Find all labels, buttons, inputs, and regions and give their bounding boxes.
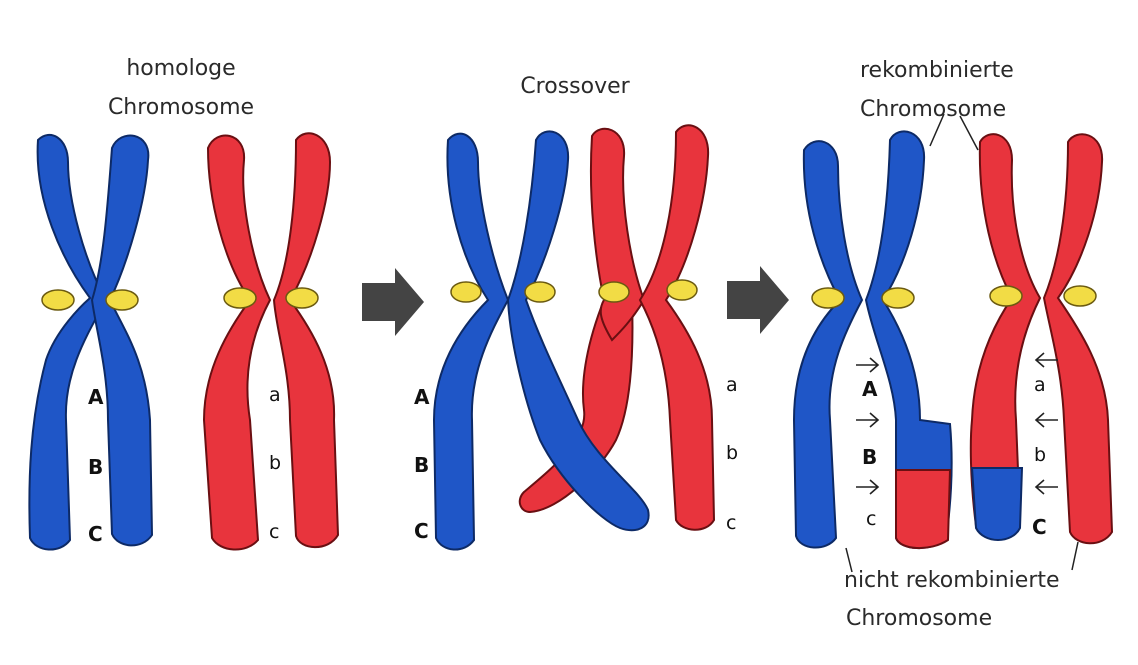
gene-label: c <box>866 508 877 530</box>
blue-chromatid-right <box>864 130 953 549</box>
centromere-dot <box>989 285 1023 307</box>
homologous-label-line1: homologe <box>126 56 236 81</box>
gene-label: b <box>1034 444 1047 466</box>
centromere-dot <box>524 281 556 303</box>
recombined-label-line2: Chromosome <box>860 97 1007 122</box>
swapped-blue-segment <box>970 467 1024 541</box>
centromere-dot <box>223 287 257 309</box>
gene-label: a <box>726 374 738 396</box>
gene-label: c <box>269 521 280 543</box>
red-chromosome-homologous <box>202 132 340 551</box>
crossover-chromosome-pair <box>432 124 716 551</box>
locus-arrows <box>856 352 1058 495</box>
gene-label: C <box>1032 515 1047 539</box>
gene-label: C <box>414 519 429 543</box>
gene-label: A <box>862 377 878 401</box>
blue-chromatid-crossing <box>506 130 650 532</box>
nonrecombined-label-line1: nicht rekombinierte <box>844 568 1060 593</box>
swapped-red-segment <box>895 469 952 550</box>
centromere-dot <box>666 279 698 301</box>
nonrecombined-label-line2: Chromosome <box>846 606 993 631</box>
process-arrow-2 <box>727 266 789 334</box>
recombined-label-line1: rekombinierte <box>860 58 1014 83</box>
gene-label: b <box>269 452 282 474</box>
blue-chromatid-right <box>90 134 154 547</box>
gene-label: a <box>269 384 281 406</box>
crossover-label: Crossover <box>520 74 630 99</box>
gene-label: A <box>414 385 430 409</box>
centromere-dot <box>105 289 139 311</box>
centromere-dot <box>881 287 915 309</box>
gene-label: B <box>862 445 878 469</box>
gene-label: B <box>414 453 430 477</box>
centromere-dot <box>41 289 75 311</box>
process-arrow-1 <box>362 268 424 336</box>
homologous-label-line2: Chromosome <box>107 95 255 120</box>
gene-label: C <box>88 522 103 546</box>
centromere-dot <box>285 287 319 309</box>
red-chromatid-right <box>638 124 716 531</box>
centromere-dot <box>450 281 482 303</box>
centromere-dot <box>598 281 630 303</box>
nonrecombined-pointer-line <box>845 541 1079 573</box>
centromere-dot <box>1063 285 1097 307</box>
blue-chromosome-recombined <box>792 130 953 550</box>
gene-label: b <box>726 442 739 464</box>
centromere-dot <box>811 287 845 309</box>
red-chromatid-right <box>1042 133 1114 545</box>
gene-label: c <box>726 512 737 534</box>
red-chromatid-left <box>589 127 646 342</box>
blue-chromatid-left <box>792 140 864 549</box>
blue-chromosome-homologous <box>28 134 154 551</box>
gene-label: B <box>88 455 104 479</box>
red-chromatid-left <box>202 134 272 551</box>
red-chromatid-right <box>272 132 340 549</box>
blue-chromatid-left <box>28 134 108 551</box>
blue-chromatid-left <box>432 132 510 551</box>
red-chromosome-recombined <box>969 133 1114 545</box>
gene-label: a <box>1034 374 1046 396</box>
recombined-pointer-line <box>929 113 979 151</box>
red-chromatid-crossing <box>518 299 634 514</box>
gene-label: A <box>88 385 104 409</box>
